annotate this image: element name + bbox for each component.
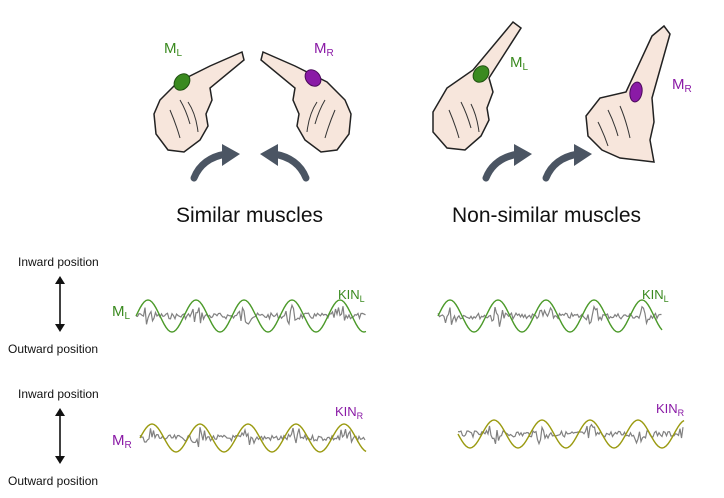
curved-arrow-icon: [260, 144, 310, 182]
muscle-marker-right: [629, 81, 643, 103]
kinematic-trace: [135, 299, 367, 333]
trace-similar-left: [135, 299, 367, 333]
similar-muscles-heading: Similar muscles: [176, 204, 324, 227]
muscle-label-left: ML: [164, 40, 183, 59]
muscle-label-right: MR: [672, 76, 692, 95]
outward-position-label: Outward position: [8, 342, 99, 356]
non-similar-muscles-heading: Non-similar muscles: [452, 204, 642, 227]
muscle-marker-right: [304, 69, 322, 87]
trace-nonsimilar-right: [457, 419, 685, 449]
curved-arrow-icon: [542, 144, 592, 182]
double-arrow-icon: [55, 276, 65, 332]
kin-label-left: KINL: [642, 287, 669, 304]
muscle-label-left: ML: [112, 303, 131, 322]
emg-trace: [437, 304, 662, 327]
outward-position-label: Outward position: [8, 474, 99, 488]
curved-arrow-icon: [482, 144, 532, 182]
left-hand-nonsimilar-icon: [432, 20, 523, 151]
muscle-label-right: MR: [112, 432, 132, 451]
kin-label-left: KINL: [338, 287, 365, 304]
kinematic-trace: [139, 423, 367, 453]
kinematic-trace: [457, 419, 685, 449]
inward-position-label: Inward position: [18, 255, 99, 269]
trace-nonsimilar-left: [437, 299, 663, 333]
inward-position-label: Inward position: [18, 387, 99, 401]
emg-trace: [135, 303, 366, 326]
kin-label-right: KINR: [335, 404, 364, 421]
right-hand-similar-icon: [260, 50, 352, 153]
left-hand-similar-icon: [153, 50, 245, 153]
curved-arrow-icon: [190, 144, 240, 182]
trace-similar-right: [139, 423, 367, 453]
emg-trace: [139, 427, 366, 448]
right-hand-nonsimilar-icon: [585, 24, 671, 163]
muscle-marker-left: [173, 73, 191, 91]
double-arrow-icon: [55, 408, 65, 464]
kin-label-right: KINR: [656, 401, 685, 418]
kinematic-trace: [437, 299, 663, 333]
muscle-label-right: MR: [314, 40, 334, 59]
muscle-marker-left: [472, 65, 490, 83]
emg-trace: [457, 423, 684, 446]
muscle-label-left: ML: [510, 54, 529, 73]
